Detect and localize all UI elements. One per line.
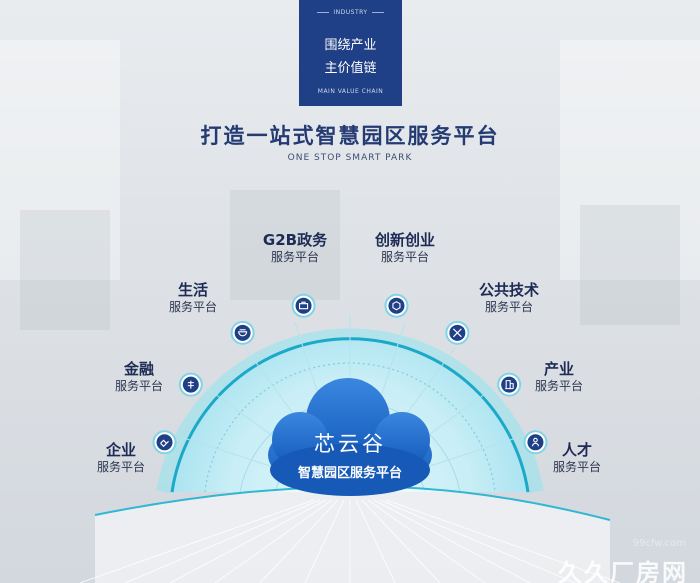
base-ray — [304, 499, 345, 583]
cloud-shape — [268, 378, 432, 496]
node-glyph — [531, 437, 540, 447]
watermark-url: 99cfw.com — [632, 538, 686, 549]
page-title: 打造一站式智慧园区服务平台 — [200, 124, 500, 148]
base-ray — [355, 499, 396, 583]
node-glyph — [505, 380, 514, 390]
finance-icon — [178, 372, 203, 397]
base-ray — [379, 499, 576, 583]
node-disc — [156, 434, 173, 451]
label-g2b: G2B政务 服务平台 — [262, 231, 328, 264]
base-ray — [169, 499, 327, 583]
node-glyph — [299, 301, 309, 310]
hexagon-icon — [384, 293, 409, 318]
node-disc — [234, 324, 251, 341]
person-icon — [523, 430, 548, 455]
base-wave — [95, 486, 610, 583]
badge-bottom-text: MAIN VALUE CHAIN — [317, 88, 384, 95]
node-glyph — [160, 439, 169, 448]
industry-badge: INDUSTRY 围绕产业 主价值链 MAIN VALUE CHAIN — [299, 0, 402, 106]
base-ray — [385, 499, 621, 583]
badge-line-2: 主价值链 — [324, 61, 377, 76]
base-ray — [259, 499, 339, 583]
bowl-icon — [230, 320, 255, 345]
building-icon — [497, 372, 522, 397]
tools-icon — [445, 320, 470, 345]
label-enterprise: 企业 服务平台 — [96, 441, 145, 474]
label-innovation: 创新创业 服务平台 — [374, 231, 435, 264]
watermark-logo: 久久厂房网 — [558, 559, 688, 583]
node-glyph — [238, 329, 248, 337]
badge-top-text: INDUSTRY — [313, 9, 387, 16]
fan-spoke — [424, 436, 520, 469]
node-glyph — [187, 380, 194, 389]
base-ray — [367, 499, 486, 583]
node-glyph — [452, 328, 462, 338]
node-disc — [295, 297, 312, 314]
badge-line-1: 围绕产业 — [324, 38, 377, 53]
handshake-icon — [152, 430, 177, 455]
center-title: 芯云谷 — [314, 432, 386, 456]
base-ray — [361, 499, 441, 583]
base-rays — [79, 499, 621, 583]
fan-spoke — [180, 436, 276, 469]
briefcase-icon — [291, 293, 316, 318]
bg-building-right — [560, 40, 700, 280]
bg-window — [230, 190, 340, 300]
label-finance: 金融 服务平台 — [114, 360, 163, 393]
label-industry: 产业 服务平台 — [534, 360, 583, 393]
base-ray — [214, 499, 333, 583]
label-life: 生活 服务平台 — [168, 281, 217, 314]
ring-dashed — [204, 362, 496, 493]
base-ray — [79, 499, 315, 583]
label-public-tech: 公共技术 服务平台 — [478, 281, 539, 314]
center-subtitle: 智慧园区服务平台 — [297, 466, 402, 481]
base-ray — [373, 499, 531, 583]
bg-window — [20, 210, 110, 330]
node-glyph — [392, 301, 401, 311]
page-subtitle: ONE STOP SMART PARK — [287, 153, 413, 163]
base-ray — [124, 499, 321, 583]
node-disc — [501, 376, 518, 393]
bg-building-left — [0, 40, 120, 280]
label-talent: 人才 服务平台 — [552, 441, 601, 474]
bg-window — [580, 205, 680, 325]
node-disc — [388, 297, 405, 314]
